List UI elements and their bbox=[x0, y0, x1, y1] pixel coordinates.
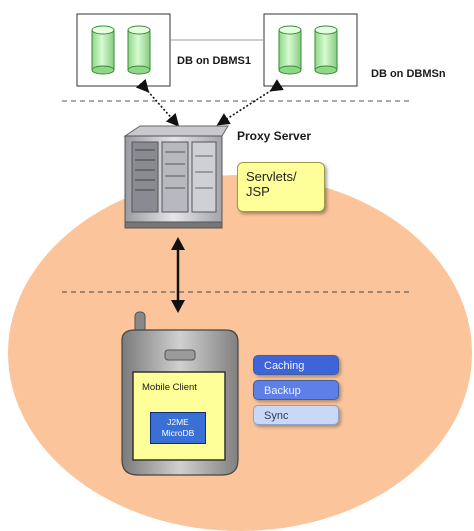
server-rack-icon bbox=[123, 125, 229, 229]
database-cylinder-icon bbox=[314, 25, 338, 75]
db-dbms1-label: DB on DBMS1 bbox=[177, 55, 251, 67]
mobile-phone-icon bbox=[121, 311, 239, 476]
mobile-client-label: Mobile Client bbox=[142, 382, 197, 393]
double-arrow-icon bbox=[135, 78, 180, 127]
caching-box: Caching bbox=[253, 355, 339, 375]
j2me-microdb-box: J2ME MicroDB bbox=[150, 412, 206, 444]
backup-box: Backup bbox=[253, 380, 339, 400]
db-box-dbmsn bbox=[263, 13, 358, 87]
servlets-label: Servlets/ bbox=[246, 169, 297, 184]
db-box-dbms1 bbox=[76, 13, 171, 87]
db-dbmsn-label: DB on DBMSn bbox=[371, 68, 446, 80]
j2me-label: J2ME bbox=[167, 417, 189, 427]
database-cylinder-icon bbox=[278, 25, 302, 75]
database-cylinder-icon bbox=[127, 25, 151, 75]
microdb-label: MicroDB bbox=[161, 428, 195, 438]
servlets-jsp-box: Servlets/ JSP bbox=[237, 162, 325, 212]
sync-box: Sync bbox=[253, 405, 339, 425]
double-arrow-icon bbox=[216, 79, 284, 126]
proxy-server-label: Proxy Server bbox=[237, 129, 312, 143]
client-region bbox=[8, 175, 472, 531]
database-cylinder-icon bbox=[91, 25, 115, 75]
jsp-label: JSP bbox=[246, 184, 270, 199]
double-arrow-icon bbox=[171, 237, 185, 313]
